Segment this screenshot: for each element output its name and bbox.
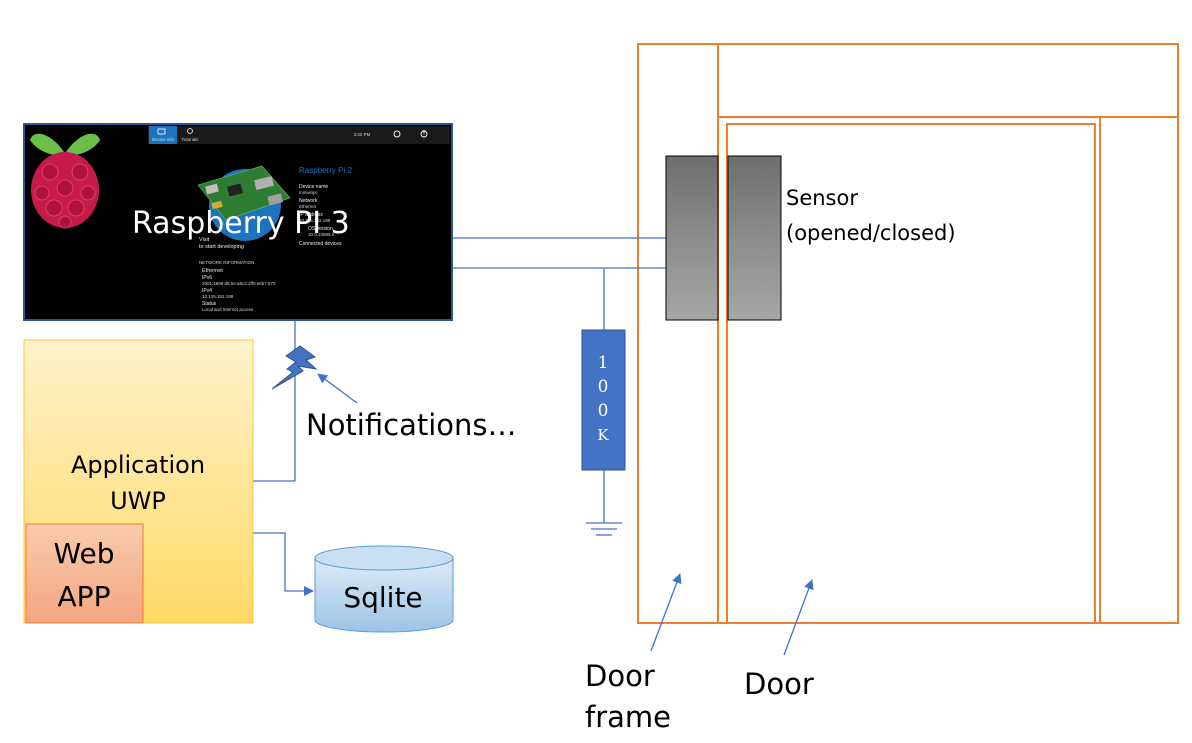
resistor-char-4: K (597, 426, 609, 444)
field-ip-label: IP address (299, 212, 323, 218)
resistor-100k: 1 0 0 K (581, 329, 626, 471)
net-ipv4-value: 10.125.152.198 (202, 294, 234, 299)
raspberry-pi-screen: Device info Tutorials 3:30 PM Raspberry … (23, 123, 453, 321)
tab-device-info[interactable] (149, 126, 177, 144)
sensor-part-door (727, 155, 782, 321)
field-ip-value: 10.125.152.198 (299, 218, 331, 223)
net-ipv6-value: 2001:4898:d8:5e:a8c2:2ff0:e6b7:572 (202, 281, 276, 286)
lightning-icon (271, 345, 318, 390)
ethernet-heading: Ethernet (202, 268, 223, 274)
sqlite-label: Sqlite (343, 581, 422, 614)
sensor-part-frame (665, 155, 719, 321)
net-status-label: Status (202, 301, 217, 307)
settings-icon[interactable] (393, 130, 401, 138)
door-sensor (665, 155, 782, 321)
resistor-char-3: 0 (598, 401, 609, 421)
net-status-value: Local and Internet access (202, 307, 254, 312)
tab-tutorials-label: Tutorials (181, 137, 199, 142)
field-device-name-label: Device name (299, 184, 328, 190)
web-label-line2: APP (58, 580, 111, 613)
door-label: Door (744, 667, 814, 701)
sensor-label-line2: (opened/closed) (786, 221, 956, 245)
field-network-value: Ethernet (299, 204, 317, 209)
application-label-line2: UWP (110, 487, 166, 515)
tutorials-icon (187, 128, 193, 134)
start-developing-text: to start developing (199, 244, 244, 250)
field-os-value: 10.0.10586.0 (308, 232, 335, 237)
notifications-arrow (317, 373, 358, 404)
tab-device-info-label: Device info (152, 137, 175, 142)
wiring (253, 237, 666, 523)
clock: 3:30 PM (354, 132, 371, 137)
door-frame-drawing (637, 43, 1179, 624)
resistor-char-1: 1 (598, 353, 609, 373)
web-app-box: Web APP (25, 523, 144, 624)
wire-app-sqlite (253, 532, 314, 596)
sensor-label-line1: Sensor (786, 186, 858, 210)
field-os-label: OS version (308, 226, 333, 232)
door-panel (726, 123, 1096, 624)
door-frame-arrow (650, 573, 682, 652)
raspberry-pi-label: Raspberry PI 3 (132, 206, 350, 241)
field-connected-label: Connected devices (299, 241, 342, 247)
device-title: Raspberry Pi 2 (299, 166, 352, 175)
raspberry-logo (30, 133, 100, 229)
visit-text: Visit (199, 237, 210, 243)
net-ipv6-label: IPv6 (202, 275, 212, 281)
door-frame-label-line1: Door (585, 659, 655, 693)
net-ipv4-label: IPv4 (202, 288, 212, 294)
sqlite-database: Sqlite (314, 545, 454, 633)
field-device-name-value: minwinpc (299, 190, 319, 195)
application-label-line1: Application (71, 451, 205, 479)
door-frame-label-line2: frame (585, 700, 671, 734)
resistor-char-2: 0 (598, 377, 609, 397)
notifications-label: Notifications… (306, 408, 517, 442)
field-network-label: Network (299, 198, 318, 204)
door-arrow (783, 579, 814, 656)
network-info-heading: NETWORK INFORMATION (199, 260, 254, 265)
web-label-line1: Web (53, 537, 114, 570)
ground-symbol (586, 522, 622, 536)
pi-board-image (197, 165, 291, 241)
